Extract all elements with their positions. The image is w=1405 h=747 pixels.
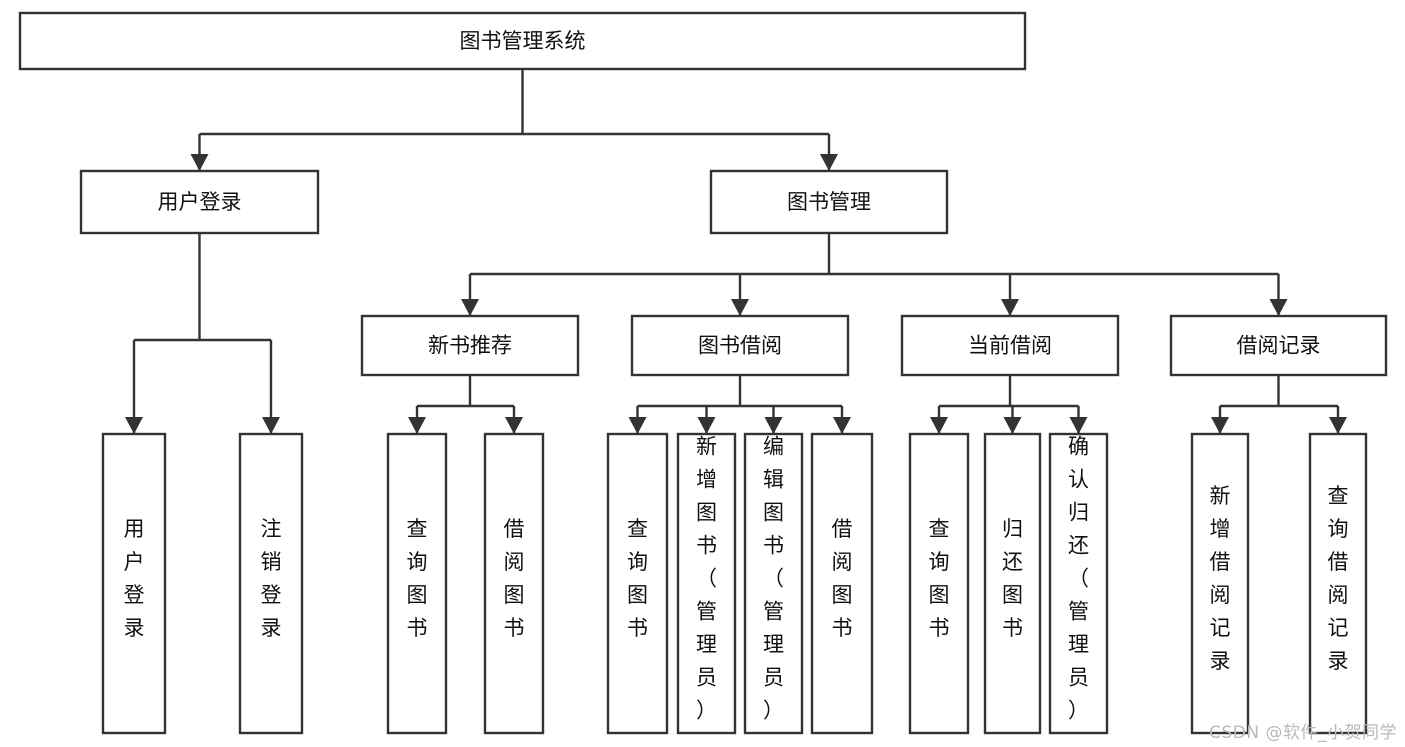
- node-leaf-current-borrow-0[interactable]: 查询图书: [908, 432, 970, 735]
- edge-book-management-arrowhead-0: [461, 299, 479, 316]
- node-leaf-user-login-0-label: 用户登录: [124, 517, 145, 640]
- node-leaf-borrow-record-0-rect: [1190, 432, 1250, 735]
- node-user-login-label: 用户登录: [158, 190, 242, 214]
- edge-borrow-record-arrowhead-0: [1211, 417, 1229, 434]
- node-leaf-borrow-record-1-label: 查询借阅记录: [1328, 484, 1349, 673]
- node-leaf-borrow-record-1-rect: [1308, 432, 1368, 735]
- node-leaf-new-book-recommend-0-label: 查询图书: [407, 517, 428, 640]
- edge-book-management-arrowhead-2: [1001, 299, 1019, 316]
- nodes-layer: 图书管理系统用户登录图书管理新书推荐图书借阅当前借阅借阅记录用户登录注销登录查询…: [18, 11, 1388, 735]
- node-leaf-book-borrow-0-rect: [606, 432, 669, 735]
- node-current-borrow-rect: [900, 314, 1120, 377]
- edge-book-borrow-arrowhead-2: [764, 417, 783, 434]
- edges-layer: [125, 69, 1347, 434]
- node-leaf-book-borrow-0[interactable]: 查询图书: [606, 432, 669, 735]
- node-leaf-user-login-0-rect: [101, 432, 167, 735]
- node-leaf-user-login-1-rect: [238, 432, 304, 735]
- edge-current-borrow-arrowhead-1: [1003, 417, 1022, 434]
- node-root-book-system-label: 图书管理系统: [460, 29, 586, 53]
- edge-user-login-arrowhead-0: [125, 417, 143, 434]
- edge-book-borrow-arrowhead-3: [833, 417, 851, 434]
- node-book-management[interactable]: 图书管理: [709, 169, 949, 235]
- node-book-borrow[interactable]: 图书借阅: [630, 314, 850, 377]
- node-current-borrow-label: 当前借阅: [968, 334, 1052, 358]
- edge-current-borrow-arrowhead-2: [1069, 417, 1088, 434]
- edge-book-borrow-arrowhead-0: [628, 417, 647, 434]
- edge-current-borrow-arrowhead-0: [930, 417, 948, 434]
- edge-root-arrowhead-0: [190, 154, 209, 171]
- node-leaf-book-borrow-1-rect: [676, 432, 737, 735]
- node-leaf-new-book-recommend-0-rect: [386, 432, 448, 735]
- edge-new-book-recommend-arrowhead-1: [505, 417, 523, 434]
- node-leaf-current-borrow-0-label: 查询图书: [929, 517, 950, 640]
- node-leaf-book-borrow-3-label: 借阅图书: [832, 517, 853, 640]
- node-leaf-new-book-recommend-1[interactable]: 借阅图书: [483, 432, 545, 735]
- watermark-label: CSDN @软件_小贺同学: [1209, 723, 1397, 743]
- node-leaf-current-borrow-1-rect: [983, 432, 1042, 735]
- edge-book-management-arrowhead-3: [1269, 299, 1288, 316]
- node-leaf-user-login-1[interactable]: 注销登录: [238, 432, 304, 735]
- edge-book-borrow-arrowhead-1: [697, 417, 716, 434]
- node-leaf-borrow-record-0-label: 新增借阅记录: [1210, 484, 1231, 673]
- edge-new-book-recommend-arrowhead-0: [408, 417, 426, 434]
- node-leaf-current-borrow-1[interactable]: 归还图书: [983, 432, 1042, 735]
- node-leaf-new-book-recommend-1-rect: [483, 432, 545, 735]
- edge-user-login-arrowhead-1: [262, 417, 280, 434]
- node-leaf-book-borrow-2[interactable]: 编辑图书（管理员）: [743, 432, 804, 735]
- node-leaf-book-borrow-0-label: 查询图书: [627, 517, 648, 640]
- node-book-management-label: 图书管理: [787, 190, 871, 214]
- node-leaf-book-borrow-1-label: 新增图书（管理员）: [696, 435, 717, 723]
- node-leaf-current-borrow-1-label: 归还图书: [1002, 517, 1023, 640]
- node-new-book-recommend[interactable]: 新书推荐: [360, 314, 580, 377]
- node-leaf-current-borrow-2[interactable]: 确认归还（管理员）: [1048, 432, 1109, 735]
- node-current-borrow[interactable]: 当前借阅: [900, 314, 1120, 377]
- node-leaf-user-login-1-label: 注销登录: [261, 517, 282, 640]
- node-leaf-book-borrow-1[interactable]: 新增图书（管理员）: [676, 432, 737, 735]
- node-book-borrow-rect: [630, 314, 850, 377]
- node-borrow-record[interactable]: 借阅记录: [1169, 314, 1388, 377]
- node-root-book-system[interactable]: 图书管理系统: [18, 11, 1027, 71]
- node-root-book-system-rect: [18, 11, 1027, 71]
- node-new-book-recommend-rect: [360, 314, 580, 377]
- node-leaf-current-borrow-0-rect: [908, 432, 970, 735]
- edge-book-management-arrowhead-1: [731, 299, 749, 316]
- node-leaf-book-borrow-2-rect: [743, 432, 804, 735]
- node-user-login[interactable]: 用户登录: [79, 169, 320, 235]
- node-leaf-book-borrow-3[interactable]: 借阅图书: [810, 432, 874, 735]
- node-borrow-record-label: 借阅记录: [1237, 334, 1321, 358]
- node-leaf-current-borrow-2-rect: [1048, 432, 1109, 735]
- node-leaf-new-book-recommend-1-label: 借阅图书: [504, 517, 525, 640]
- edge-root-arrowhead-1: [820, 154, 838, 171]
- node-leaf-book-borrow-3-rect: [810, 432, 874, 735]
- node-leaf-user-login-0[interactable]: 用户登录: [101, 432, 167, 735]
- node-user-login-rect: [79, 169, 320, 235]
- node-borrow-record-rect: [1169, 314, 1388, 377]
- node-leaf-book-borrow-2-label: 编辑图书（管理员）: [763, 435, 784, 723]
- node-new-book-recommend-label: 新书推荐: [428, 334, 512, 358]
- node-book-management-rect: [709, 169, 949, 235]
- node-leaf-borrow-record-1[interactable]: 查询借阅记录: [1308, 432, 1368, 735]
- edge-borrow-record-arrowhead-1: [1329, 417, 1347, 434]
- node-leaf-current-borrow-2-label: 确认归还（管理员）: [1068, 435, 1089, 723]
- node-book-borrow-label: 图书借阅: [698, 334, 782, 358]
- node-leaf-borrow-record-0[interactable]: 新增借阅记录: [1190, 432, 1250, 735]
- node-leaf-new-book-recommend-0[interactable]: 查询图书: [386, 432, 448, 735]
